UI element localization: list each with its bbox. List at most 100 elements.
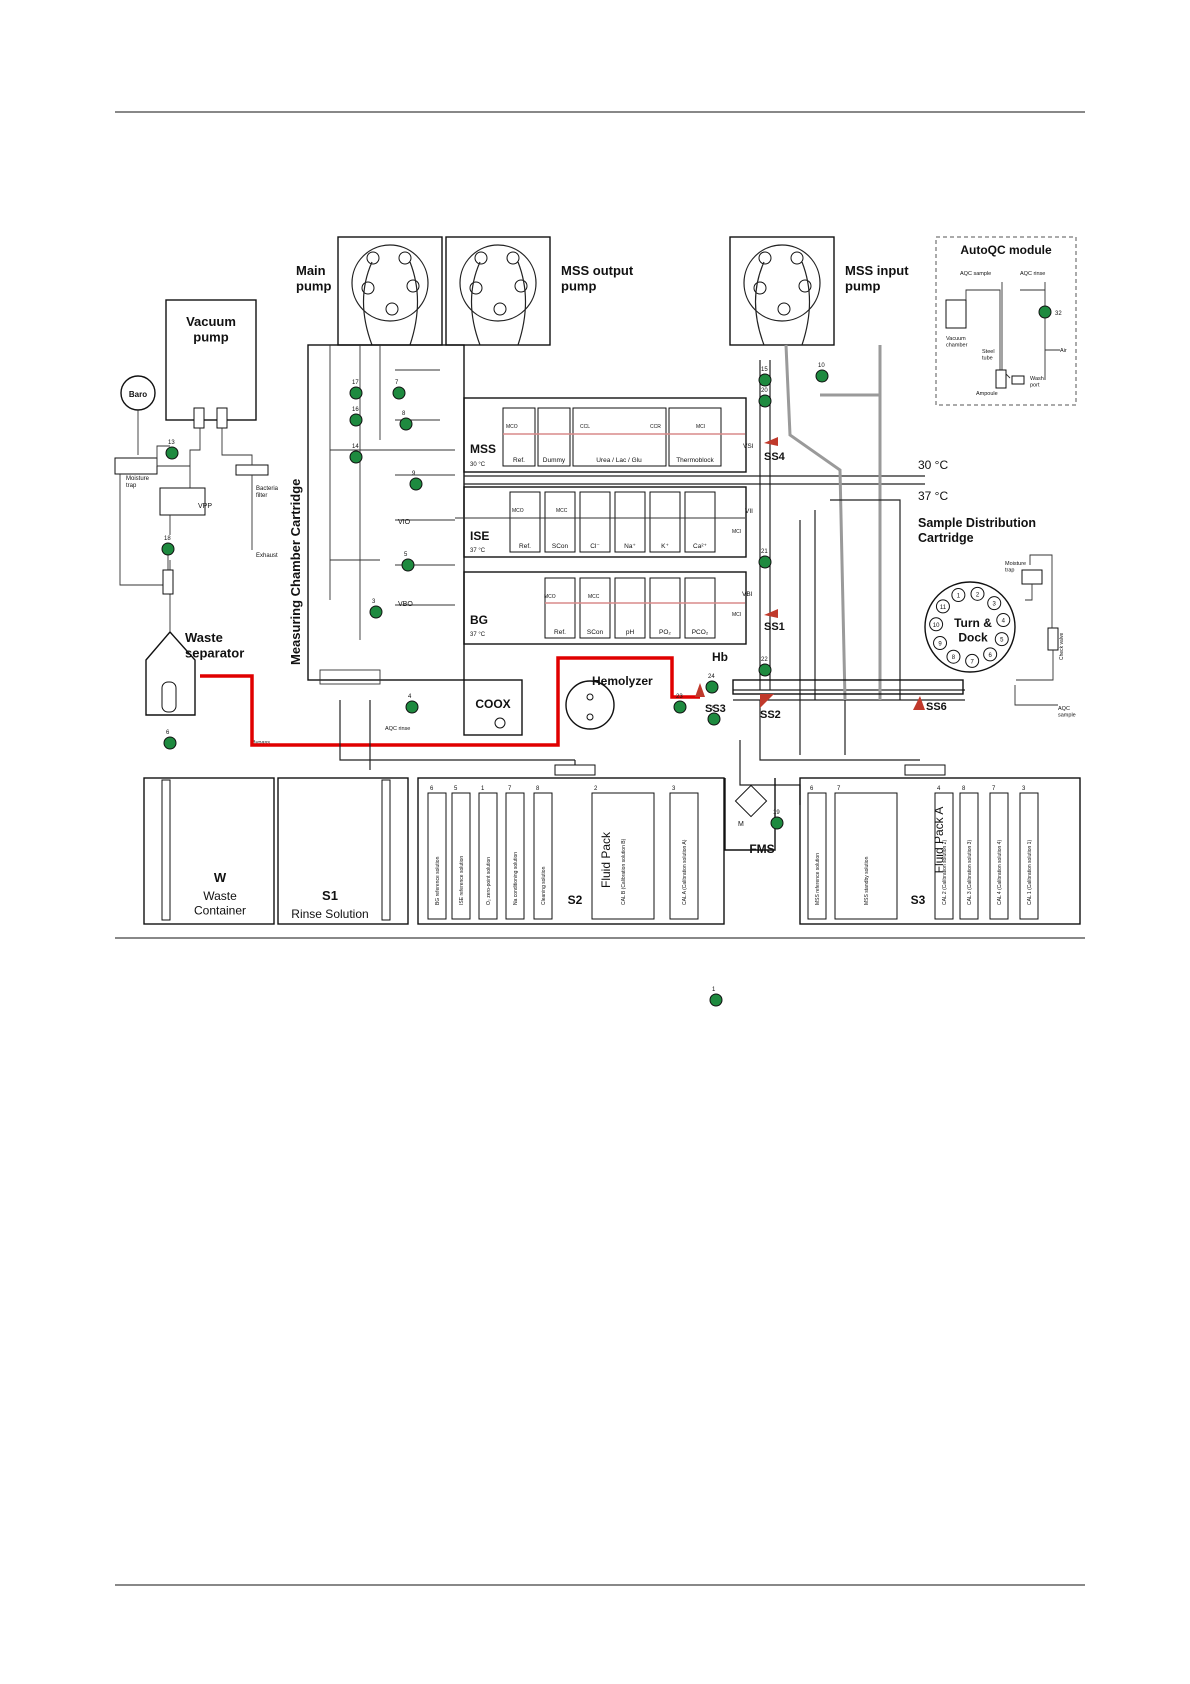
bg-valve-vbo: VBO <box>398 601 413 608</box>
check-valve-label: Check valve <box>1059 633 1065 660</box>
valve-6 <box>163 736 177 750</box>
bottle-number: 2 <box>594 786 598 792</box>
valve-21 <box>758 555 772 569</box>
valve-9-number: 9 <box>412 471 416 477</box>
dock-position <box>965 653 980 668</box>
dock-position <box>929 617 944 632</box>
valve-10-number: 10 <box>818 363 825 369</box>
bg-cell-4: PO₂ <box>659 629 671 636</box>
ise-module: ISE 37 °C Ref. SCon Cl⁻ Na⁺ K⁺ Ca²⁺ MCO … <box>398 486 753 558</box>
ss1-label: SS1 <box>764 621 785 633</box>
valve-7-number: 7 <box>395 380 399 386</box>
valve-3 <box>369 605 383 619</box>
bg-cell-2: SCon <box>587 629 604 636</box>
dock-position <box>951 588 966 603</box>
valve-23 <box>673 700 687 714</box>
valve-24-number: 24 <box>708 674 715 680</box>
bottle-label: ISE reference solution <box>459 856 465 905</box>
dock-position-number: 10 <box>933 623 940 629</box>
valve-4 <box>405 700 419 714</box>
valve-14 <box>349 450 363 464</box>
valve-19-number: 19 <box>773 810 780 816</box>
dock-position-number: 2 <box>976 592 980 598</box>
valve-9 <box>409 477 423 491</box>
dock-position <box>983 647 998 662</box>
ss2-label: SS2 <box>760 709 781 721</box>
fluid-pack-s2-name: Fluid Pack <box>599 831 613 888</box>
coox: COOX <box>463 679 523 736</box>
fluid-pack-a-name: Fluid Pack A <box>932 807 946 874</box>
moisture-trap-right <box>1021 569 1043 585</box>
valve-3-number: 3 <box>372 599 376 605</box>
bottle-number: 3 <box>672 786 676 792</box>
bottle-number: 3 <box>1022 786 1026 792</box>
ise-cell-6: Ca²⁺ <box>693 543 707 550</box>
valve-2-number: 2 <box>710 706 714 712</box>
mss-tag-ccr: CCR <box>650 424 661 430</box>
autoqc-valve-32 <box>1038 305 1052 319</box>
dock-position <box>987 596 1002 611</box>
mss-cell-2: Dummy <box>543 457 566 464</box>
bottle-number: 7 <box>508 786 512 792</box>
dock-position <box>946 649 961 664</box>
mss-valve-vsi: VSI <box>743 443 754 450</box>
valve-1-number: 1 <box>712 987 716 993</box>
bottle <box>934 792 954 920</box>
fms-label: FMS <box>749 842 774 856</box>
valve-21-number: 21 <box>761 549 768 555</box>
ise-cell-3: Cl⁻ <box>590 543 600 550</box>
coox-label: COOX <box>475 697 510 711</box>
bg-temp: 37 °C <box>470 632 486 638</box>
ise-cell-4: Na⁺ <box>624 543 636 550</box>
rinse-name: Rinse Solution <box>291 907 368 921</box>
waste-code: W <box>214 870 227 885</box>
vpp: VPP <box>159 428 212 535</box>
bottle-number: 4 <box>937 786 941 792</box>
turn-dock-label: Turn &Dock <box>954 616 992 644</box>
mss-module: MSS 30 °C Ref. Dummy Urea / Lac / Glu Th… <box>463 397 754 473</box>
dock-position-number: 7 <box>970 659 974 665</box>
bottle <box>533 792 553 920</box>
ise-tag-mcc: MCC <box>556 508 568 514</box>
hemolyzer: Hemolyzer Hb <box>565 650 728 730</box>
valve-16-number: 16 <box>352 407 359 413</box>
dock-position <box>935 599 950 614</box>
valve-22-number: 22 <box>761 657 768 663</box>
valve-4-number: 4 <box>408 694 412 700</box>
sensor-ss3: SS3 <box>695 683 726 715</box>
bottle <box>1019 792 1039 920</box>
bottle-label: MSS reference solution <box>815 853 821 905</box>
valve-2 <box>707 712 721 726</box>
sensor-ss1: SS1 <box>764 609 785 633</box>
dock-position-number: 5 <box>1000 638 1004 644</box>
mss-temp: 30 °C <box>470 462 486 468</box>
manifold-tubing <box>339 700 920 805</box>
valve-20-number: 20 <box>761 388 768 394</box>
check-valve <box>1047 627 1059 651</box>
ss6-label: SS6 <box>926 701 947 713</box>
valve-15-number: 15 <box>761 367 768 373</box>
dock-position-number: 4 <box>1002 619 1006 625</box>
fluid-pack-s2-code: S2 <box>568 893 583 907</box>
valve-18 <box>161 542 175 556</box>
bottle <box>834 792 898 920</box>
mss-tag-mco: MCO <box>506 424 518 430</box>
valve-5 <box>401 558 415 572</box>
autoqc-valve-32-number: 32 <box>1055 311 1062 317</box>
manifold-s3 <box>904 764 946 776</box>
dock-position <box>970 586 985 601</box>
waste-path <box>200 656 700 747</box>
sensor-ss2: SS2 <box>760 694 781 721</box>
bottle <box>989 792 1009 920</box>
valve-1 <box>709 993 723 1007</box>
valve-5-number: 5 <box>404 552 408 558</box>
